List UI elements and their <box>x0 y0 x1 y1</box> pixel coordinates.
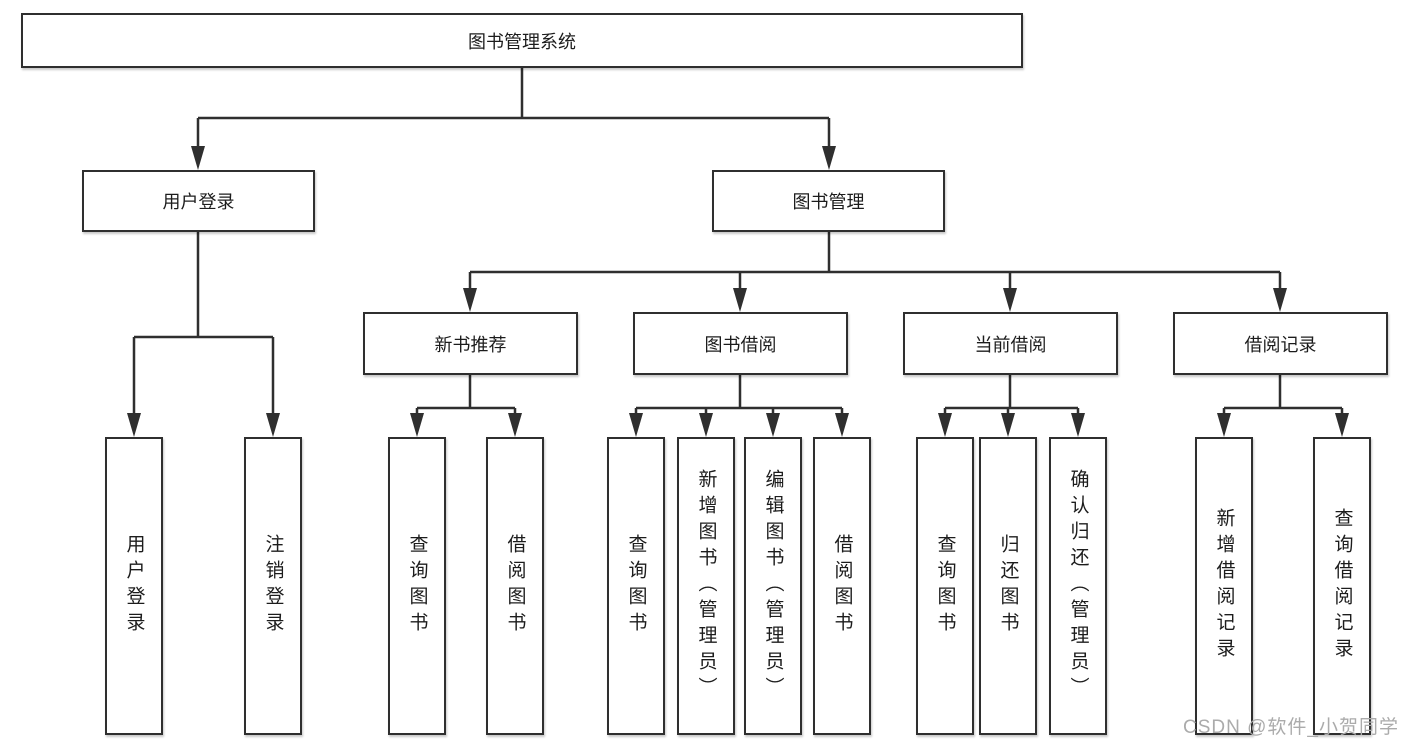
leaf-label: 借阅图书 <box>504 534 526 638</box>
leaf-label: 查询借阅记录 <box>1331 508 1353 664</box>
node-new-book-recommendation: 新书推荐 <box>363 312 578 375</box>
leaf-return-book: 归还图书 <box>979 437 1037 735</box>
leaf-label: 归还图书 <box>997 534 1019 638</box>
leaf-label: 新增图书（管理员） <box>695 469 717 703</box>
leaf-add-book-admin: 新增图书（管理员） <box>677 437 735 735</box>
leaf-edit-book-admin: 编辑图书（管理员） <box>744 437 802 735</box>
leaf-label: 查询图书 <box>406 534 428 638</box>
leaf-label: 查询图书 <box>625 534 647 638</box>
leaf-add-borrow-record: 新增借阅记录 <box>1195 437 1253 735</box>
leaf-borrow-books-recommend: 借阅图书 <box>486 437 544 735</box>
leaf-label: 用户登录 <box>123 534 145 638</box>
leaf-query-books-recommend: 查询图书 <box>388 437 446 735</box>
csdn-watermark: CSDN @软件_小贺同学 <box>1183 717 1399 738</box>
leaf-label: 查询图书 <box>934 534 956 638</box>
leaf-user-login: 用户登录 <box>105 437 163 735</box>
leaf-label: 确认归还（管理员） <box>1067 469 1089 703</box>
leaf-query-books-current: 查询图书 <box>916 437 974 735</box>
leaf-query-borrow-record: 查询借阅记录 <box>1313 437 1371 735</box>
node-book-management: 图书管理 <box>712 170 945 232</box>
leaf-confirm-return-admin: 确认归还（管理员） <box>1049 437 1107 735</box>
arrowheads <box>127 146 1349 437</box>
leaf-label: 新增借阅记录 <box>1213 508 1235 664</box>
leaf-query-books-borrowing: 查询图书 <box>607 437 665 735</box>
node-root: 图书管理系统 <box>21 13 1023 68</box>
leaf-label: 注销登录 <box>262 534 284 638</box>
leaf-logout: 注销登录 <box>244 437 302 735</box>
node-current-borrowing: 当前借阅 <box>903 312 1118 375</box>
node-book-borrowing: 图书借阅 <box>633 312 848 375</box>
leaf-label: 借阅图书 <box>831 534 853 638</box>
node-borrowing-records: 借阅记录 <box>1173 312 1388 375</box>
node-user-login: 用户登录 <box>82 170 315 232</box>
leaf-borrow-books-borrowing: 借阅图书 <box>813 437 871 735</box>
leaf-label: 编辑图书（管理员） <box>762 469 784 703</box>
